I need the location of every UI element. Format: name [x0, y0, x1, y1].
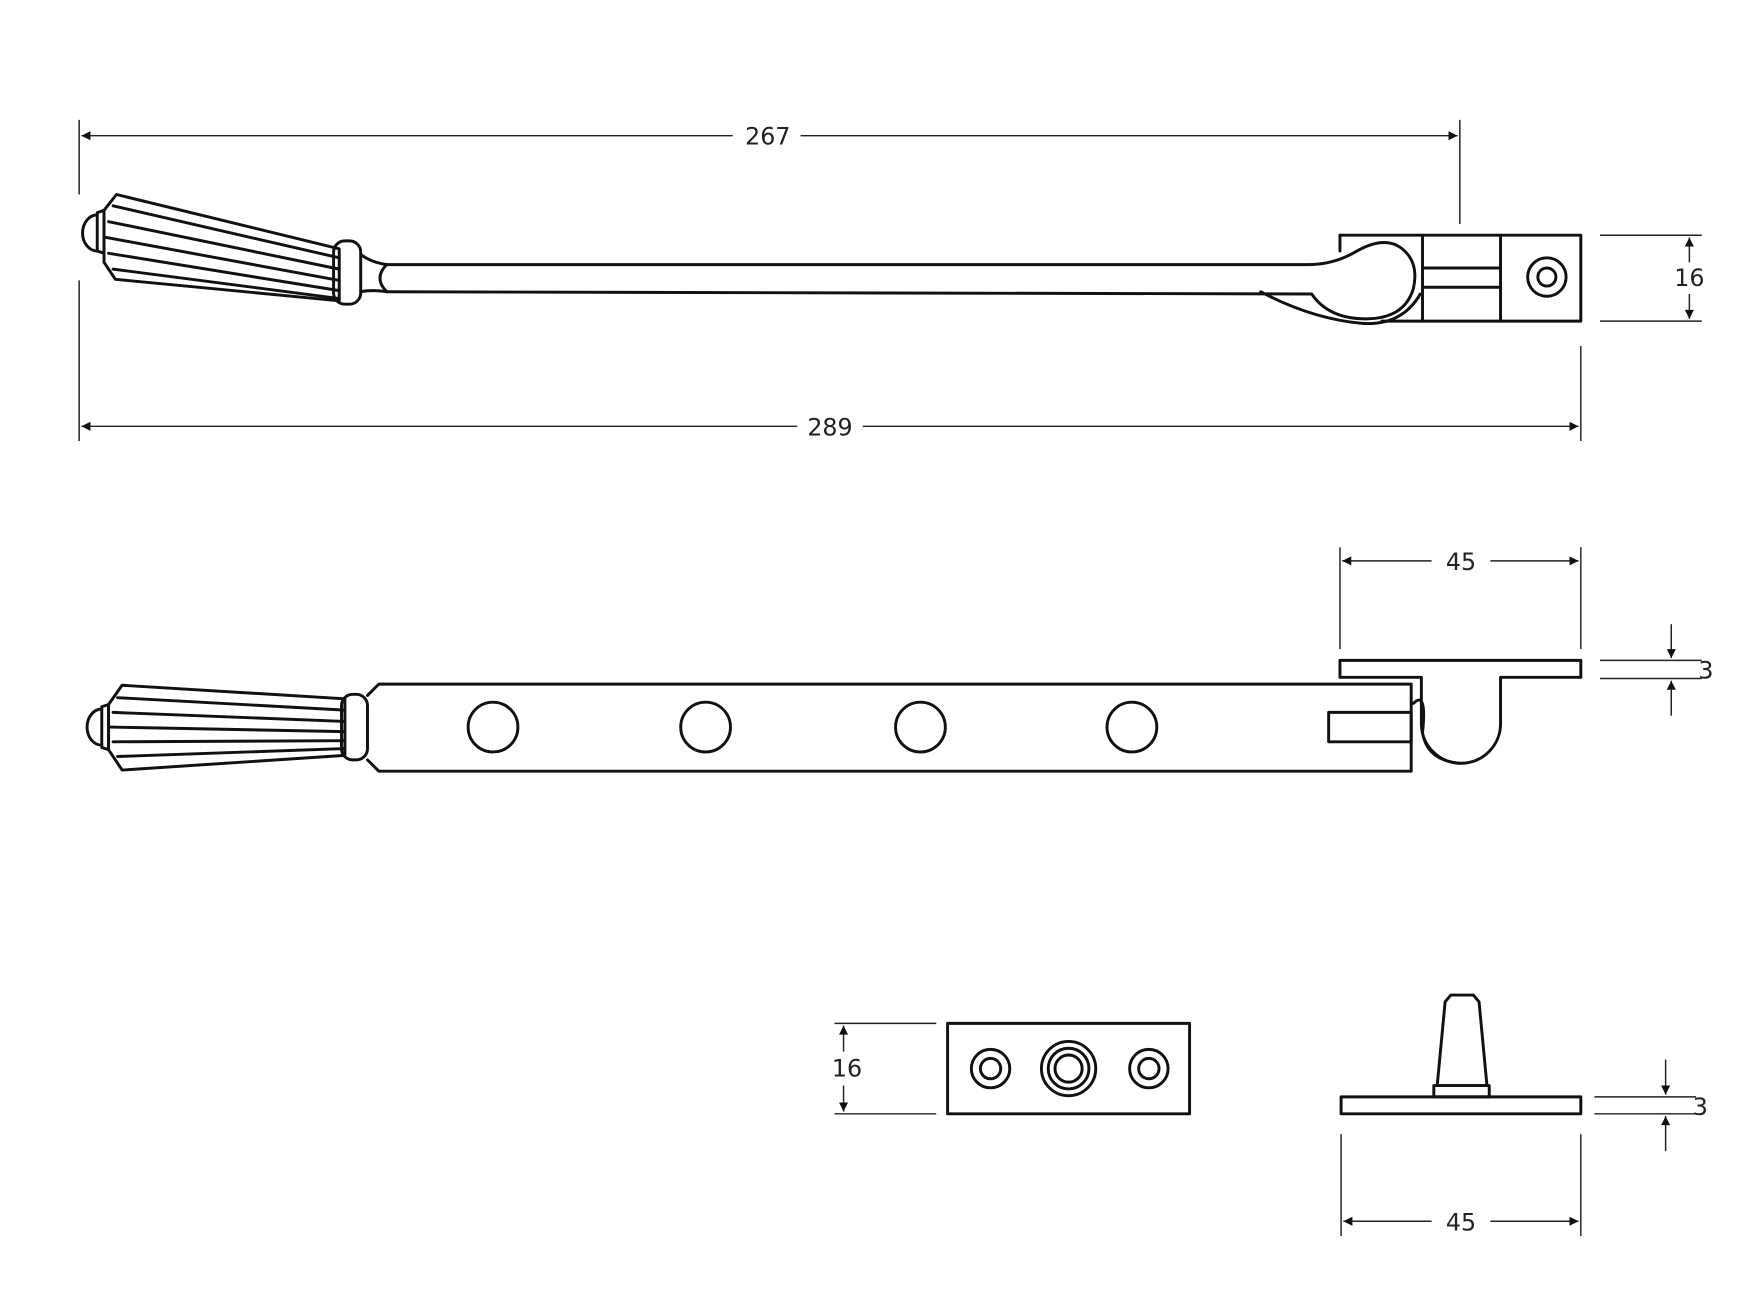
pin-plate-view: 3 45	[1339, 993, 1708, 1236]
fluted-handle-side	[85, 683, 369, 772]
dimension-289: 289	[78, 280, 1582, 441]
stay-hole-3	[894, 700, 947, 754]
dimension-267: 267	[78, 119, 1461, 224]
dimension-16-top: 16	[1600, 234, 1704, 322]
dimension-45-side: 45	[1339, 547, 1582, 650]
pin-socket-icon	[1039, 1039, 1098, 1098]
dim-label-16-plate: 16	[832, 1054, 862, 1082]
dim-label-289: 289	[807, 413, 852, 441]
dimension-3-side: 3	[1600, 624, 1714, 716]
pivot-bracket	[1338, 658, 1583, 765]
dimension-45-pin: 45	[1340, 1134, 1582, 1236]
keep-plate-view: 16	[832, 1021, 1192, 1116]
screw-hole-icon	[1526, 256, 1568, 298]
dim-label-3-side: 3	[1698, 656, 1713, 684]
fluted-handle	[81, 193, 389, 306]
screw-hole-icon	[969, 1047, 1012, 1090]
dimension-16-plate: 16	[832, 1022, 937, 1115]
stay-hole-4	[1105, 700, 1159, 754]
dimension-3-pin: 3	[1594, 1059, 1708, 1152]
stay-hole-1	[466, 700, 520, 754]
side-view: 45 3	[85, 547, 1714, 773]
stay-hole-2	[679, 700, 732, 754]
dim-label-3-pin: 3	[1693, 1093, 1708, 1121]
dim-label-45-pin: 45	[1446, 1208, 1476, 1236]
top-view: 267 16	[78, 119, 1704, 441]
stay-arm	[385, 241, 1422, 325]
pivot-block	[1338, 233, 1583, 323]
dim-label-267: 267	[745, 123, 790, 151]
dim-label-45-side: 45	[1446, 548, 1476, 576]
dim-label-16-top: 16	[1674, 264, 1704, 292]
screw-hole-icon	[1128, 1047, 1170, 1090]
stay-bar	[366, 682, 1413, 773]
